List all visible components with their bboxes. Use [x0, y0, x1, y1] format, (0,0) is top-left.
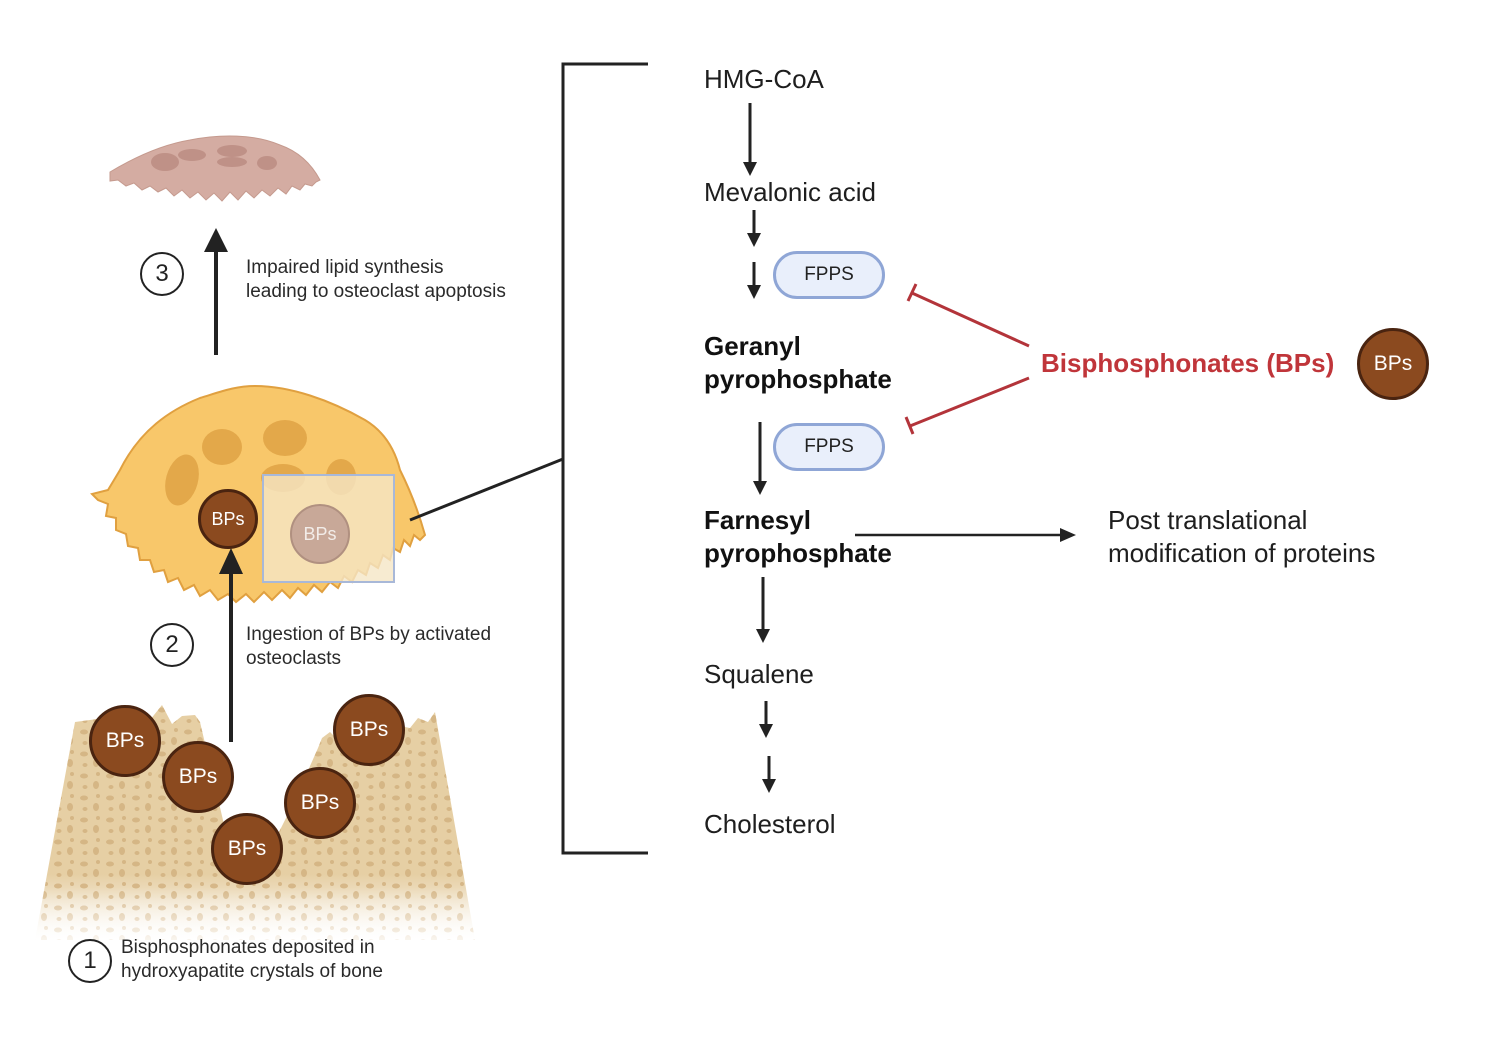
step-3-label: Impaired lipid synthesis leading to oste…: [246, 256, 506, 304]
metabolite-squalene: Squalene: [704, 659, 814, 689]
step-1-label: Bisphosphonates deposited in hydroxyapat…: [121, 936, 383, 984]
metabolite-geranyl-pyrophosphate: Geranyl pyrophosphate: [704, 330, 892, 396]
metabolite-farnesyl-pyrophosphate: Farnesyl pyrophosphate: [704, 504, 892, 570]
post-translational-modification: Post translational modification of prote…: [1108, 504, 1375, 570]
farnesyl-line1: Farnesyl: [704, 505, 811, 535]
inhibit-bar-2: [904, 416, 915, 435]
inhibit-bar-1: [906, 283, 918, 302]
pathway-arrows: [743, 103, 1076, 793]
inhibit-fpps-1: [911, 291, 1030, 348]
step-1-label-line2: hydroxyapatite crystals of bone: [121, 961, 383, 982]
inhibitor-label: Bisphosphonates (BPs): [1041, 348, 1335, 378]
metabolite-cholesterol: Cholesterol: [704, 809, 836, 839]
step-number-1: 1: [68, 939, 112, 983]
step-1-label-line1: Bisphosphonates deposited in: [121, 937, 375, 958]
metabolite-mevalonic-acid: Mevalonic acid: [704, 177, 876, 207]
farnesyl-line2: pyrophosphate: [704, 538, 892, 568]
bp-particle-bone-4: BPs: [284, 767, 356, 839]
inhibit-fpps-2: [909, 376, 1030, 428]
geranyl-line2: pyrophosphate: [704, 364, 892, 394]
arrow-step-3-head: [204, 228, 228, 252]
apoptotic-osteoclast: [109, 135, 321, 202]
inhibition-lines: [904, 283, 1030, 435]
step-number-2: 2: [150, 623, 194, 667]
zoom-connector-line: [409, 457, 564, 522]
bp-particle-bone-1: BPs: [89, 705, 161, 777]
ptm-line1: Post translational: [1108, 505, 1308, 535]
enzyme-fpps-2: FPPS: [773, 423, 885, 471]
bp-particle-bone-2: BPs: [162, 741, 234, 813]
metabolite-hmg-coa: HMG-CoA: [704, 64, 824, 94]
ptm-line2: modification of proteins: [1108, 538, 1376, 568]
enzyme-fpps-1: FPPS: [773, 251, 885, 299]
step-2-label: Ingestion of BPs by activated osteoclast…: [246, 623, 491, 671]
bp-ghost-in-box: [290, 504, 350, 564]
arrow-step-2-head: [219, 548, 243, 574]
step-2-label-line1: Ingestion of BPs by activated: [246, 624, 492, 645]
bp-particle-bone-3: BPs: [211, 813, 283, 885]
inhibitor-bp-badge: BPs: [1357, 328, 1429, 400]
step-3-label-line2: leading to osteoclast apoptosis: [246, 281, 506, 302]
step-2-label-line2: osteoclasts: [246, 648, 342, 669]
bp-particle-ingested: BPs: [198, 489, 258, 549]
geranyl-line1: Geranyl: [704, 331, 801, 361]
bp-ghost-label: BPs: [303, 524, 337, 544]
step-number-3: 3: [140, 252, 184, 296]
step-3-label-line1: Impaired lipid synthesis: [246, 257, 444, 278]
bp-particle-bone-5: BPs: [333, 694, 405, 766]
pathway-bracket: [561, 62, 648, 855]
